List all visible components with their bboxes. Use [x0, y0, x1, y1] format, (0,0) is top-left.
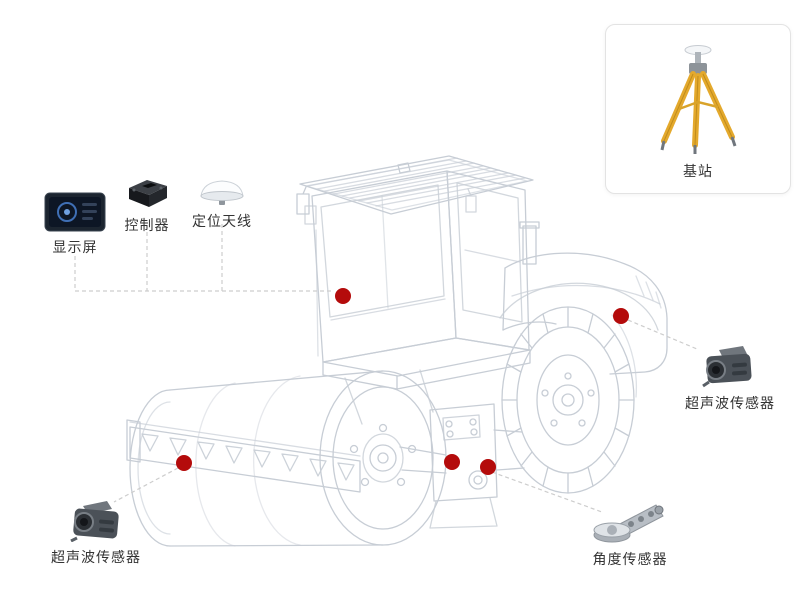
- cab-sensor-marker: [335, 288, 351, 304]
- component-positioning-antenna: 定位天线: [190, 178, 254, 231]
- ultrasonic-sensor-right-icon: [702, 346, 752, 388]
- drum-sensor-marker: [176, 455, 192, 471]
- base-station-card: 基站: [605, 24, 791, 194]
- connector-ultrasonic-right: [627, 319, 698, 350]
- base-station-label: 基站: [683, 164, 713, 180]
- angle-sensor-icon: [593, 504, 664, 543]
- component-angle-sensor: 角度传感器: [582, 496, 678, 569]
- engine-hood: [499, 221, 668, 375]
- ultrasonic-sensor-left-label: 超声波传感器: [51, 550, 141, 566]
- drum-frame: [126, 419, 361, 493]
- controller-icon: [129, 180, 167, 207]
- ultrasonic-sensor-right-label: 超声波传感器: [685, 396, 775, 412]
- component-controller: 控制器: [122, 176, 172, 235]
- base-station-tripod-icon: [660, 45, 737, 154]
- frame-left-sensor-marker: [444, 454, 460, 470]
- right-side-sensor-marker: [613, 308, 629, 324]
- controller-label: 控制器: [124, 218, 170, 234]
- ultrasonic-sensor-left-icon: [70, 501, 119, 542]
- positioning-antenna-icon: [200, 180, 244, 205]
- display-label: 显示屏: [52, 240, 98, 256]
- connector-display-group: [74, 256, 333, 292]
- frame-right-sensor-marker: [480, 459, 496, 475]
- connector-angle-sensor: [491, 471, 603, 513]
- connector-lines: [74, 224, 698, 513]
- component-ultrasonic-right: 超声波传感器: [685, 342, 775, 413]
- connector-ultrasonic-left: [113, 467, 179, 503]
- component-display: 显示屏: [42, 192, 108, 257]
- positioning-antenna-label: 定位天线: [192, 214, 252, 230]
- sensor-markers: [176, 288, 629, 475]
- drum: [129, 370, 447, 547]
- display-icon: [44, 192, 106, 232]
- component-ultrasonic-left: 超声波传感器: [51, 496, 141, 567]
- angle-sensor-label: 角度传感器: [592, 552, 668, 568]
